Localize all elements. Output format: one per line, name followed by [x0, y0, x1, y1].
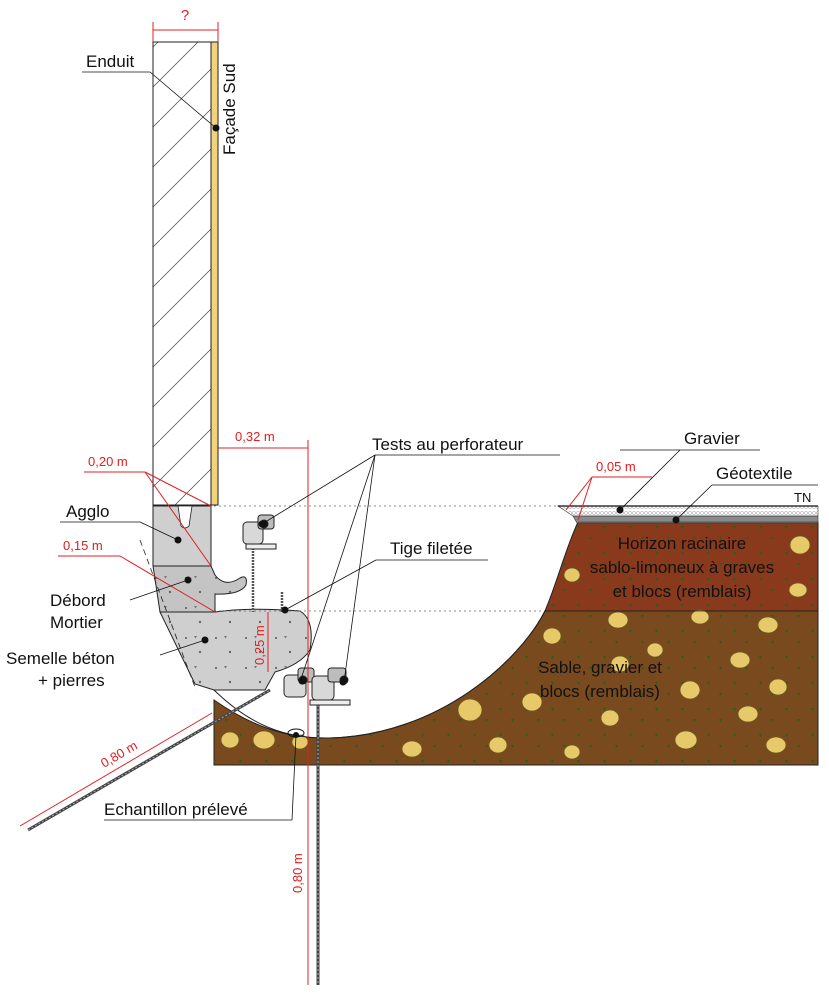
- semelle-text-1: Semelle béton: [6, 649, 115, 668]
- debord-text: Débord: [50, 591, 106, 610]
- dim-015: 0,15 m: [58, 538, 216, 613]
- sable-text-1: Sable, gravier et: [538, 658, 662, 677]
- semelle-text-2: + pierres: [38, 671, 105, 690]
- label-geotextile: Géotextile: [672, 464, 818, 524]
- wall-thickness-label: ?: [181, 7, 189, 24]
- echantillon-text: Echantillon prélevé: [104, 800, 248, 819]
- wall-thickness-dimension: ?: [152, 7, 219, 42]
- soil: [213, 505, 819, 766]
- dim-080-diagonal-label: 0,80 m: [98, 738, 140, 771]
- wall: [152, 41, 219, 506]
- label-semelle: Semelle béton + pierres: [6, 636, 209, 690]
- label-agglo: Agglo: [60, 502, 182, 544]
- horizon-text-1: Horizon racinaire: [618, 534, 747, 553]
- tests-text: Tests au perforateur: [372, 435, 524, 454]
- dim-005-label: 0,05 m: [596, 459, 636, 474]
- enduit-text: Enduit: [86, 52, 134, 71]
- gravier-text: Gravier: [684, 429, 740, 448]
- label-tige: Tige filetée: [281, 539, 488, 614]
- label-gravier: Gravier: [616, 429, 760, 514]
- mortier-text: Mortier: [50, 613, 103, 632]
- label-debord-mortier: Débord Mortier: [50, 576, 192, 632]
- foundation: [139, 505, 312, 691]
- agglo-text: Agglo: [66, 502, 109, 521]
- dim-015-label: 0,15 m: [63, 538, 103, 553]
- tige-text: Tige filetée: [390, 539, 473, 558]
- dim-025: 0,25 m: [252, 612, 269, 672]
- enduit-layer: [210, 41, 219, 506]
- dim-020-label: 0,20 m: [88, 454, 128, 469]
- dim-080-vertical: 0,80 m: [290, 853, 305, 893]
- dim-032: 0,32 m: [218, 429, 309, 985]
- label-horizon: Horizon racinaire sablo-limoneux à grave…: [590, 534, 774, 601]
- facade-sud-label: Façade Sud: [220, 63, 239, 155]
- label-echantillon: Echantillon prélevé: [104, 732, 299, 821]
- dim-080-vertical-label: 0,80 m: [290, 853, 305, 893]
- excavation-outline: [213, 610, 546, 739]
- tn-label: TN: [794, 490, 811, 505]
- dim-025-label: 0,25 m: [252, 625, 267, 665]
- dim-032-label: 0,32 m: [235, 429, 275, 444]
- drill-tool-bottom-2: [309, 667, 351, 706]
- stones: [220, 535, 811, 760]
- dim-005: 0,05 m: [565, 459, 652, 521]
- horizon-text-2: sablo-limoneux à graves: [590, 558, 774, 577]
- gravel-layer: [557, 505, 819, 517]
- label-sable: Sable, gravier et blocs (remblais): [538, 658, 662, 701]
- label-enduit: Enduit: [82, 52, 220, 132]
- horizon-text-3: et blocs (remblais): [613, 582, 752, 601]
- wall-body: [152, 41, 212, 506]
- sable-text-2: blocs (remblais): [540, 682, 660, 701]
- geotextile-text: Géotextile: [716, 464, 793, 483]
- label-tests: Tests au perforateur: [258, 435, 560, 686]
- drill-tool-top: [242, 514, 277, 550]
- dim-020: 0,20 m: [84, 454, 212, 567]
